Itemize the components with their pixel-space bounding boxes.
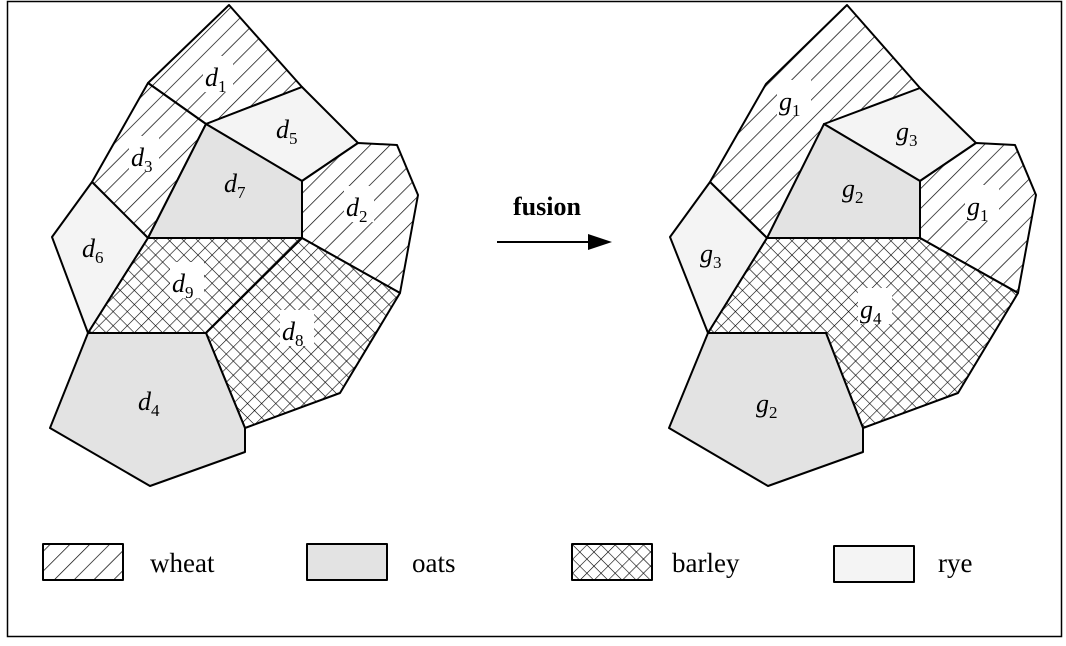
right-map: g1 g1 g2 g2 g3 g3 g4 <box>668 4 1037 487</box>
legend-label-wheat: wheat <box>150 548 215 578</box>
legend-swatch-barley <box>571 543 653 581</box>
label-g4: g4 <box>858 288 892 328</box>
label-g1-top: g1 <box>777 80 811 120</box>
svg-text:d6: d6 <box>82 234 104 267</box>
legend-item-barley: barley <box>571 543 740 581</box>
legend-swatch-rye <box>833 545 915 583</box>
legend-item-wheat: wheat <box>42 543 215 581</box>
svg-text:d4: d4 <box>138 387 160 420</box>
label-d8: d8 <box>280 310 314 350</box>
svg-text:d3: d3 <box>131 143 153 176</box>
svg-text:g1: g1 <box>967 192 989 225</box>
label-g2-bottom: g2 <box>756 389 778 422</box>
left-map: d1 d2 d3 d4 d5 d6 d7 <box>49 4 419 487</box>
label-d5: d5 <box>276 115 298 148</box>
svg-text:d5: d5 <box>276 115 298 148</box>
legend-item-oats: oats <box>306 543 456 581</box>
svg-text:g3: g3 <box>700 239 722 272</box>
svg-text:g2: g2 <box>842 174 864 207</box>
region-g2-bottom <box>668 332 864 487</box>
svg-text:d2: d2 <box>346 193 368 226</box>
svg-text:d7: d7 <box>224 169 246 202</box>
svg-text:g3: g3 <box>896 117 918 150</box>
label-d6: d6 <box>82 234 104 267</box>
svg-text:d9: d9 <box>172 269 194 302</box>
legend-label-barley: barley <box>672 548 740 578</box>
right-map-labels: g1 g1 g2 g2 g3 g3 g4 <box>700 80 999 422</box>
label-d3: d3 <box>129 136 159 176</box>
legend-label-oats: oats <box>412 548 456 578</box>
svg-text:d1: d1 <box>205 63 227 96</box>
legend-label-rye: rye <box>938 548 972 578</box>
svg-text:g4: g4 <box>860 295 882 328</box>
label-d4: d4 <box>138 387 160 420</box>
label-d2: d2 <box>344 186 374 226</box>
svg-text:g2: g2 <box>756 389 778 422</box>
arrow-head <box>588 234 612 250</box>
label-g1-right: g1 <box>965 185 999 225</box>
svg-text:d8: d8 <box>282 317 304 350</box>
label-d9: d9 <box>170 262 204 302</box>
label-g3-top: g3 <box>896 117 918 150</box>
legend-item-rye: rye <box>833 545 972 583</box>
fusion-label: fusion <box>513 192 581 221</box>
svg-text:g1: g1 <box>779 87 801 120</box>
label-g2-center: g2 <box>842 174 864 207</box>
label-g3-left: g3 <box>700 239 722 272</box>
legend-swatch-wheat <box>42 543 124 581</box>
left-map-labels: d1 d2 d3 d4 d5 d6 d7 <box>82 56 374 420</box>
label-d1: d1 <box>203 56 233 96</box>
legend-swatch-oats <box>306 543 388 581</box>
region-d4 <box>49 332 246 487</box>
fusion-arrow: fusion <box>497 192 612 250</box>
label-d7: d7 <box>224 169 246 202</box>
legend: wheat oats barley rye <box>42 543 972 583</box>
